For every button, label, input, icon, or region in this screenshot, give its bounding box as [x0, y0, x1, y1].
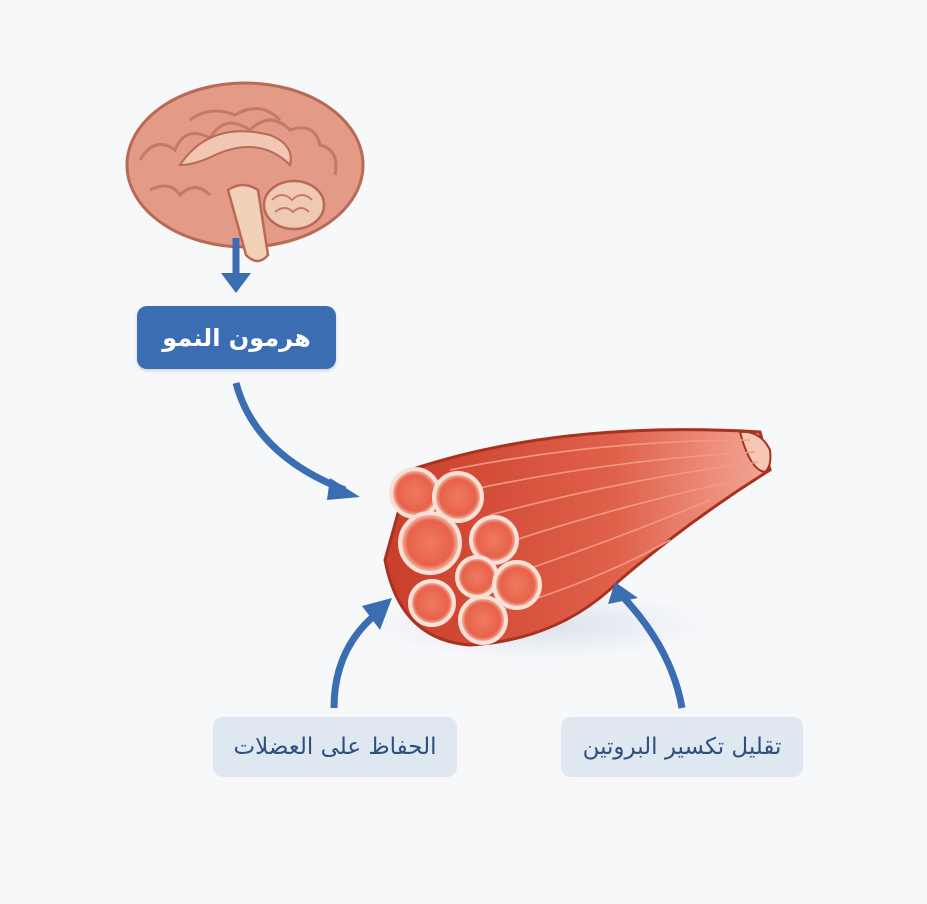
reduce-protein-breakdown-text: تقليل تكسير البروتين [582, 734, 782, 760]
muscle-bundle-icon [383, 428, 772, 647]
reduce-protein-breakdown-label: تقليل تكسير البروتين [561, 717, 803, 777]
arrow-preservation-to-muscle [330, 598, 392, 709]
arrow-hormone-to-muscle [232, 382, 360, 500]
growth-hormone-label: هرمون النمو [137, 306, 336, 369]
muscle-preservation-text: الحفاظ على العضلات [233, 734, 437, 760]
muscle-preservation-label: الحفاظ على العضلات [213, 717, 457, 777]
brain-icon [125, 81, 365, 263]
growth-hormone-text: هرمون النمو [162, 323, 311, 352]
arrow-brain-to-hormone [221, 238, 251, 293]
arrow-protein-to-muscle [608, 582, 686, 709]
fiber-cross-sections [389, 467, 542, 645]
